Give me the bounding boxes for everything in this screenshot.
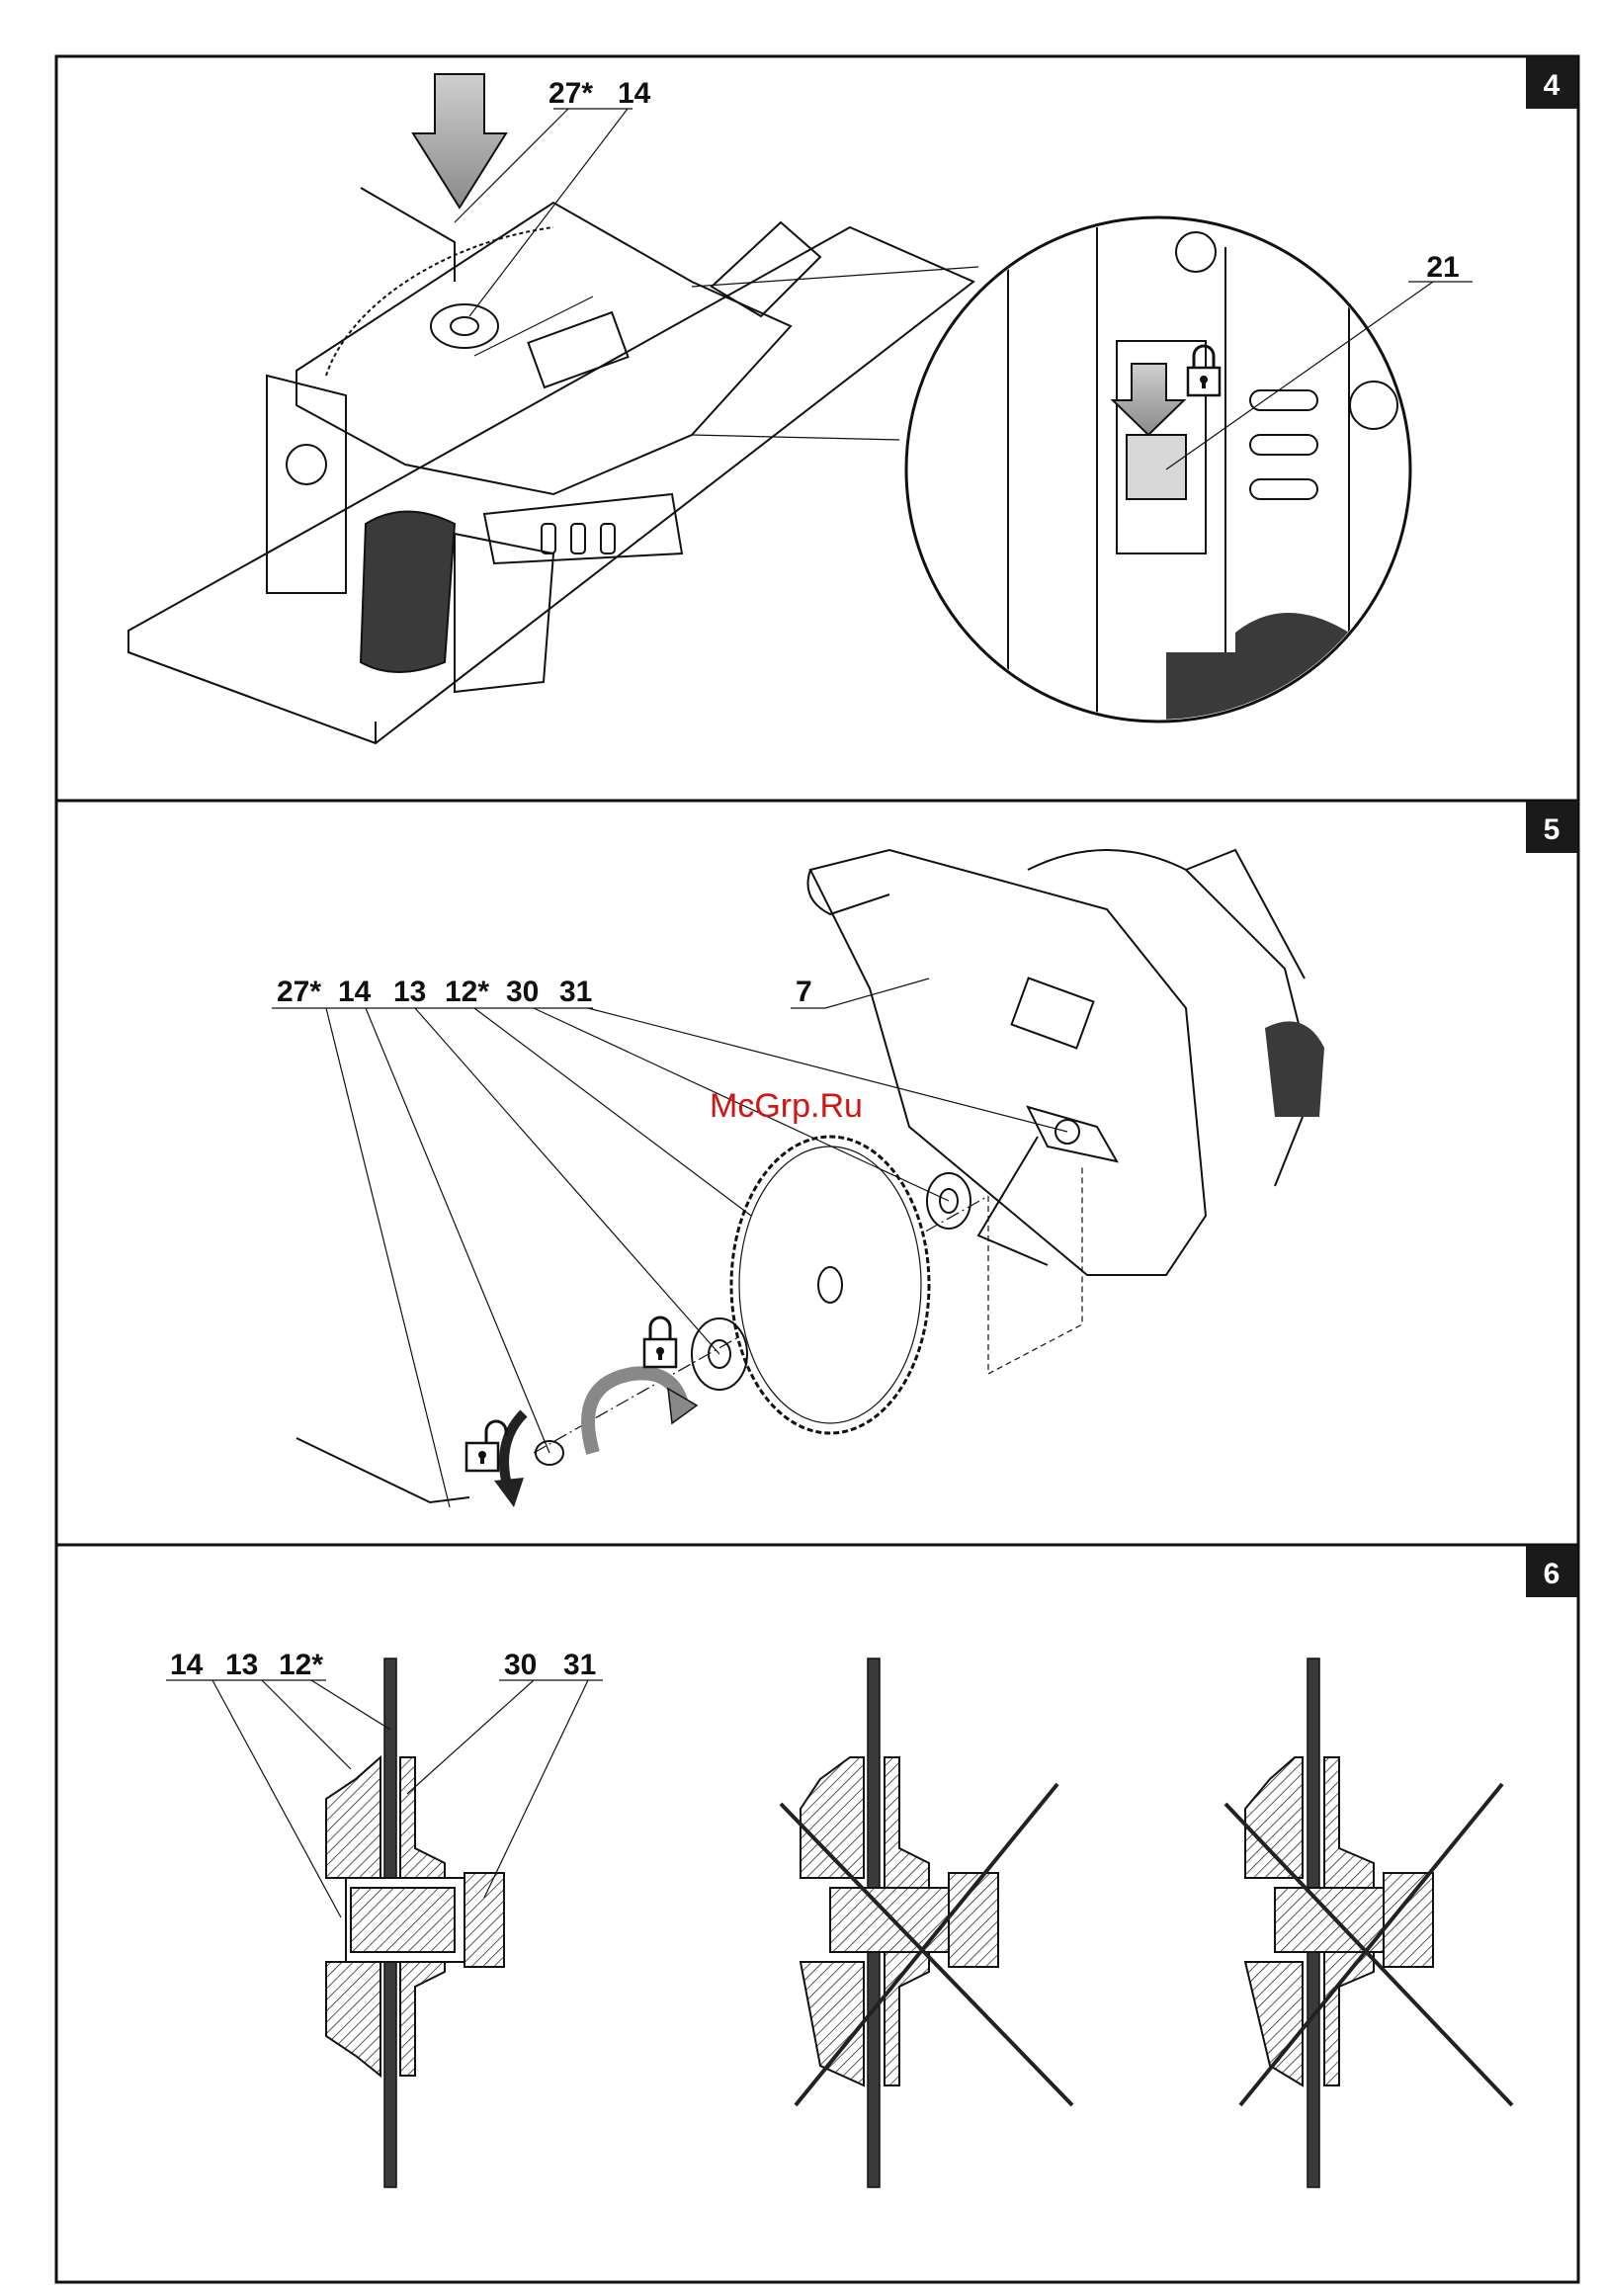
svg-text:21: 21 xyxy=(1426,251,1459,284)
svg-text:31: 31 xyxy=(563,1649,596,1681)
svg-text:14: 14 xyxy=(618,77,651,110)
panel-6-incorrect-assembly-1 xyxy=(781,1658,1072,2187)
svg-text:14: 14 xyxy=(338,976,372,1008)
panel-5-illustration: 27* 14 13 12* 30 31 7 McGrp.Ru xyxy=(272,850,1324,1507)
lock-icon xyxy=(644,1318,676,1367)
svg-text:14: 14 xyxy=(170,1649,204,1681)
svg-text:27*: 27* xyxy=(277,976,321,1008)
down-arrow-icon xyxy=(413,74,506,208)
panel-badge-6: 6 xyxy=(1526,1546,1577,1597)
panel-6-correct-assembly: 14 13 12* 30 31 xyxy=(166,1649,603,2187)
rotate-arrow-icon xyxy=(588,1373,682,1453)
svg-text:30: 30 xyxy=(504,1649,537,1681)
panel-badge-5: 5 xyxy=(1526,802,1577,853)
svg-text:12*: 12* xyxy=(445,976,489,1008)
svg-text:4: 4 xyxy=(1544,69,1561,102)
panel-6-incorrect-assembly-2 xyxy=(1225,1658,1512,2187)
svg-text:31: 31 xyxy=(559,976,592,1008)
svg-text:30: 30 xyxy=(506,976,539,1008)
saw-blade xyxy=(731,1137,929,1433)
svg-text:27*: 27* xyxy=(548,77,593,110)
svg-text:13: 13 xyxy=(225,1649,258,1681)
panel-4-illustration: 27* 14 xyxy=(128,74,1473,743)
svg-text:6: 6 xyxy=(1544,1558,1561,1590)
panel-badge-4: 4 xyxy=(1526,57,1577,109)
watermark: McGrp.Ru xyxy=(710,1087,863,1125)
svg-text:7: 7 xyxy=(796,976,812,1008)
svg-text:12*: 12* xyxy=(279,1649,323,1681)
svg-text:13: 13 xyxy=(393,976,426,1008)
svg-text:5: 5 xyxy=(1544,813,1561,846)
